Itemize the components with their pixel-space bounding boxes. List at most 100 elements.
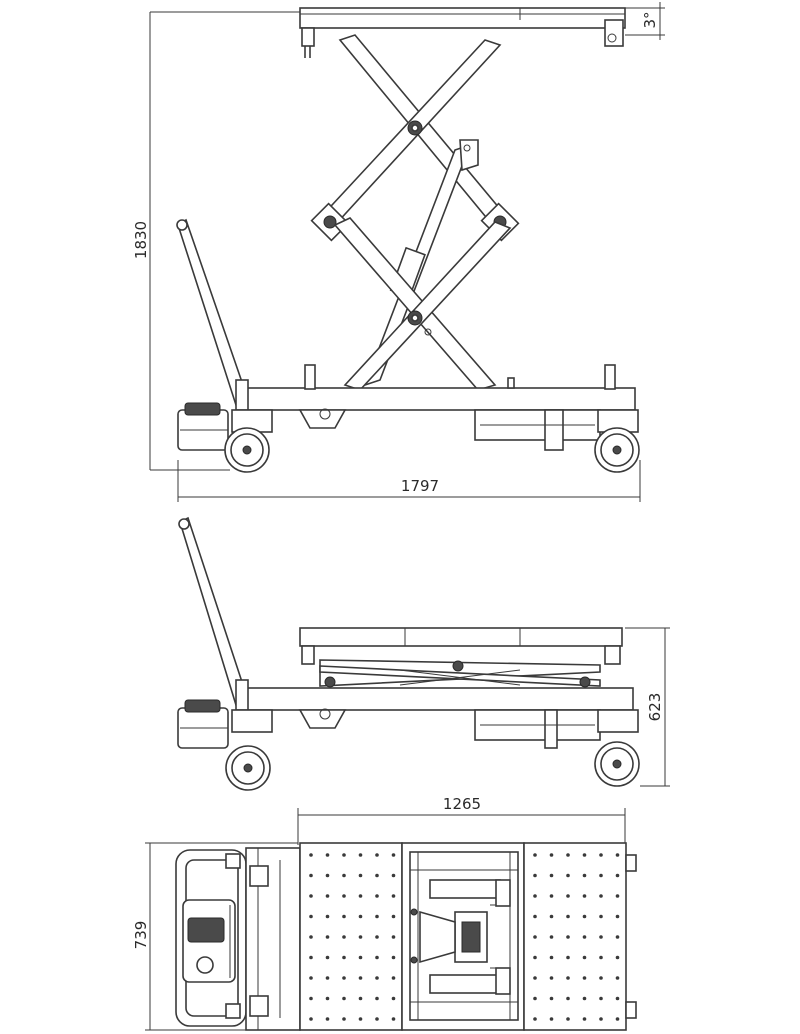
platform-hole: [375, 914, 379, 919]
platform-holes-right: [533, 853, 620, 1021]
width-label: 739: [132, 921, 150, 950]
platform-hole: [391, 935, 396, 939]
platform-hole: [325, 976, 330, 980]
platform-hole: [358, 873, 363, 878]
platform-hole: [309, 935, 313, 939]
platform-hole: [309, 873, 313, 878]
platform-hole: [533, 1017, 537, 1021]
platform-hole: [615, 955, 620, 960]
platform-hole: [599, 1017, 603, 1021]
platform-hole: [309, 955, 313, 960]
platform-hole: [549, 894, 554, 898]
platform-hole: [309, 996, 313, 1001]
platform-hole: [375, 955, 379, 960]
platform-hole: [599, 894, 603, 898]
platform-hole: [342, 894, 346, 898]
platform-hole: [582, 873, 587, 878]
lowered-foot-pump: [177, 699, 229, 749]
top-platform-right: [523, 842, 637, 1031]
top-frame: [245, 847, 301, 1031]
platform-hole: [325, 894, 330, 898]
platform-hole: [615, 914, 620, 919]
platform-hole: [549, 873, 554, 878]
platform-hole: [599, 853, 603, 857]
lowered-handle: [178, 516, 244, 708]
platform-hole: [533, 996, 537, 1001]
platform-hole: [358, 914, 363, 919]
platform-hole: [325, 853, 330, 857]
platform-hole: [533, 935, 537, 939]
platform-hole: [309, 894, 313, 898]
platform-hole: [358, 1017, 363, 1021]
platform-hole: [342, 996, 346, 1001]
lower-scissor-arms: [333, 217, 512, 391]
platform-length-label: 1265: [443, 795, 481, 813]
platform-hole: [325, 1017, 330, 1021]
lowered-platform: [299, 627, 623, 665]
platform-hole: [375, 1017, 379, 1021]
raised-handle: [176, 218, 249, 411]
platform-hole: [325, 955, 330, 960]
platform-hole: [549, 976, 554, 980]
platform-hole: [566, 853, 570, 857]
platform-hole: [309, 914, 313, 919]
platform-hole: [533, 853, 537, 857]
raised-foot-pump: [177, 402, 229, 451]
platform-hole: [582, 996, 587, 1001]
platform-hole: [375, 894, 379, 898]
platform-hole: [342, 1017, 346, 1021]
platform-hole: [599, 955, 603, 960]
platform-hole: [533, 873, 537, 878]
platform-hole: [375, 996, 379, 1001]
platform-hole: [566, 894, 570, 898]
platform-hole: [566, 1017, 570, 1021]
tilt-angle-label: 3°: [641, 11, 659, 28]
platform-hole: [582, 914, 587, 919]
platform-hole: [375, 853, 379, 857]
dimension-tilt-angle: 3°: [625, 2, 665, 40]
top-foot-pump: [182, 899, 236, 983]
raised-front-caster: [224, 409, 273, 473]
platform-hole: [358, 894, 363, 898]
platform-hole: [391, 1017, 396, 1021]
lowered-chassis: [235, 679, 634, 749]
platform-hole: [582, 976, 587, 980]
platform-hole: [549, 853, 554, 857]
top-view: 1265 739: [132, 795, 637, 1031]
platform-hole: [342, 873, 346, 878]
platform-hole: [342, 935, 346, 939]
platform-hole: [325, 914, 330, 919]
platform-hole: [391, 873, 396, 878]
platform-hole: [325, 935, 330, 939]
platform-hole: [342, 976, 346, 980]
platform-hole: [342, 853, 346, 857]
top-scissor-mechanism: [401, 842, 525, 1031]
platform-hole: [549, 1017, 554, 1021]
platform-hole: [549, 914, 554, 919]
top-platform-left: [299, 842, 403, 1031]
length-label: 1797: [401, 477, 439, 495]
platform-hole: [615, 853, 620, 857]
platform-hole: [325, 873, 330, 878]
platform-hole: [566, 996, 570, 1001]
dimension-max-height: 1830: [132, 11, 300, 471]
platform-hole: [533, 976, 537, 980]
platform-hole: [582, 955, 587, 960]
platform-hole: [549, 955, 554, 960]
platform-hole: [566, 935, 570, 939]
platform-hole: [391, 996, 396, 1001]
platform-hole: [358, 853, 363, 857]
platform-hole: [599, 976, 603, 980]
max-height-label: 1830: [132, 221, 150, 259]
platform-hole: [309, 1017, 313, 1021]
platform-hole: [309, 976, 313, 980]
platform-hole: [309, 853, 313, 857]
platform-hole: [566, 914, 570, 919]
platform-hole: [615, 996, 620, 1001]
dimension-length: 1797: [177, 460, 641, 502]
platform-hole: [599, 935, 603, 939]
platform-hole: [615, 1017, 620, 1021]
platform-hole: [533, 955, 537, 960]
platform-hole: [566, 976, 570, 980]
